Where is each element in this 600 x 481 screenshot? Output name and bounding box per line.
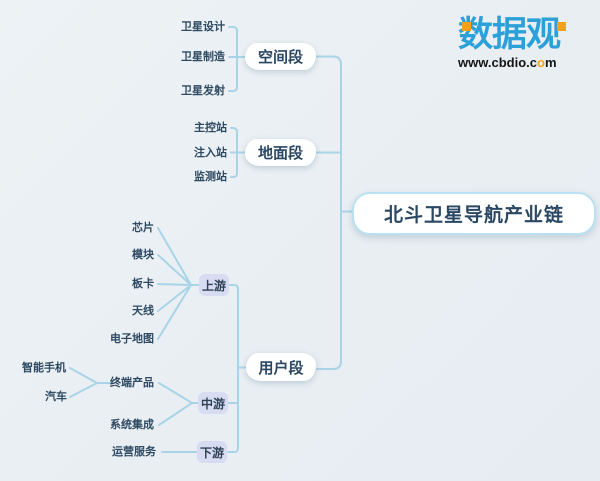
leaf-satellite-launch: 卫星发射 [181, 85, 225, 97]
leaf-system-integration: 系统集成 [110, 419, 154, 431]
brand-logo: 数据观 www.cbdio.com [458, 15, 578, 70]
logo-accent-square-right [557, 22, 566, 31]
leaf-operation-services: 运营服务 [112, 446, 156, 458]
leaf-smartphone: 智能手机 [22, 362, 66, 374]
brand-name: 数据观 [458, 15, 561, 54]
leaf-antenna: 天线 [132, 305, 154, 317]
root-node: 北斗卫星导航产业链 [352, 192, 596, 235]
leaf-injection-station: 注入站 [194, 147, 227, 159]
ground-segment-node: 地面段 [245, 139, 316, 166]
leaf-module: 模块 [132, 249, 154, 261]
ground-bracket-line [230, 127, 246, 178]
leaf-satellite-design: 卫星设计 [181, 21, 225, 33]
downstream-node: 下游 [197, 441, 227, 463]
user-subtrunk-line [227, 284, 239, 453]
leaf-monitoring-station: 监测站 [194, 171, 227, 183]
terminal-fan-lines [69, 367, 111, 398]
space-segment-node: 空间段 [245, 43, 316, 70]
space-bracket-line [228, 26, 246, 92]
leaf-board-card: 板卡 [132, 278, 154, 290]
brand-url-suffix: m [544, 55, 557, 70]
midstream-fan-lines [158, 382, 199, 426]
logo-accent-square-left [462, 22, 471, 31]
upstream-node: 上游 [199, 274, 229, 296]
leaf-terminal-products: 终端产品 [110, 377, 154, 389]
leaf-electronic-map: 电子地图 [110, 333, 154, 345]
upstream-fan-lines [157, 227, 200, 340]
user-segment-node: 用户段 [246, 353, 316, 381]
main-trunk-line [316, 55, 342, 370]
brand-url-orange-letter: o [536, 55, 545, 70]
brand-url-prefix: www.cbdio.c [458, 55, 537, 70]
leaf-satellite-manufacture: 卫星制造 [181, 51, 225, 63]
leaf-chip: 芯片 [132, 222, 154, 234]
leaf-automobile: 汽车 [45, 391, 67, 403]
leaf-master-control-station: 主控站 [194, 122, 227, 134]
midstream-node: 中游 [198, 392, 228, 414]
brand-url: www.cbdio.com [458, 56, 578, 70]
